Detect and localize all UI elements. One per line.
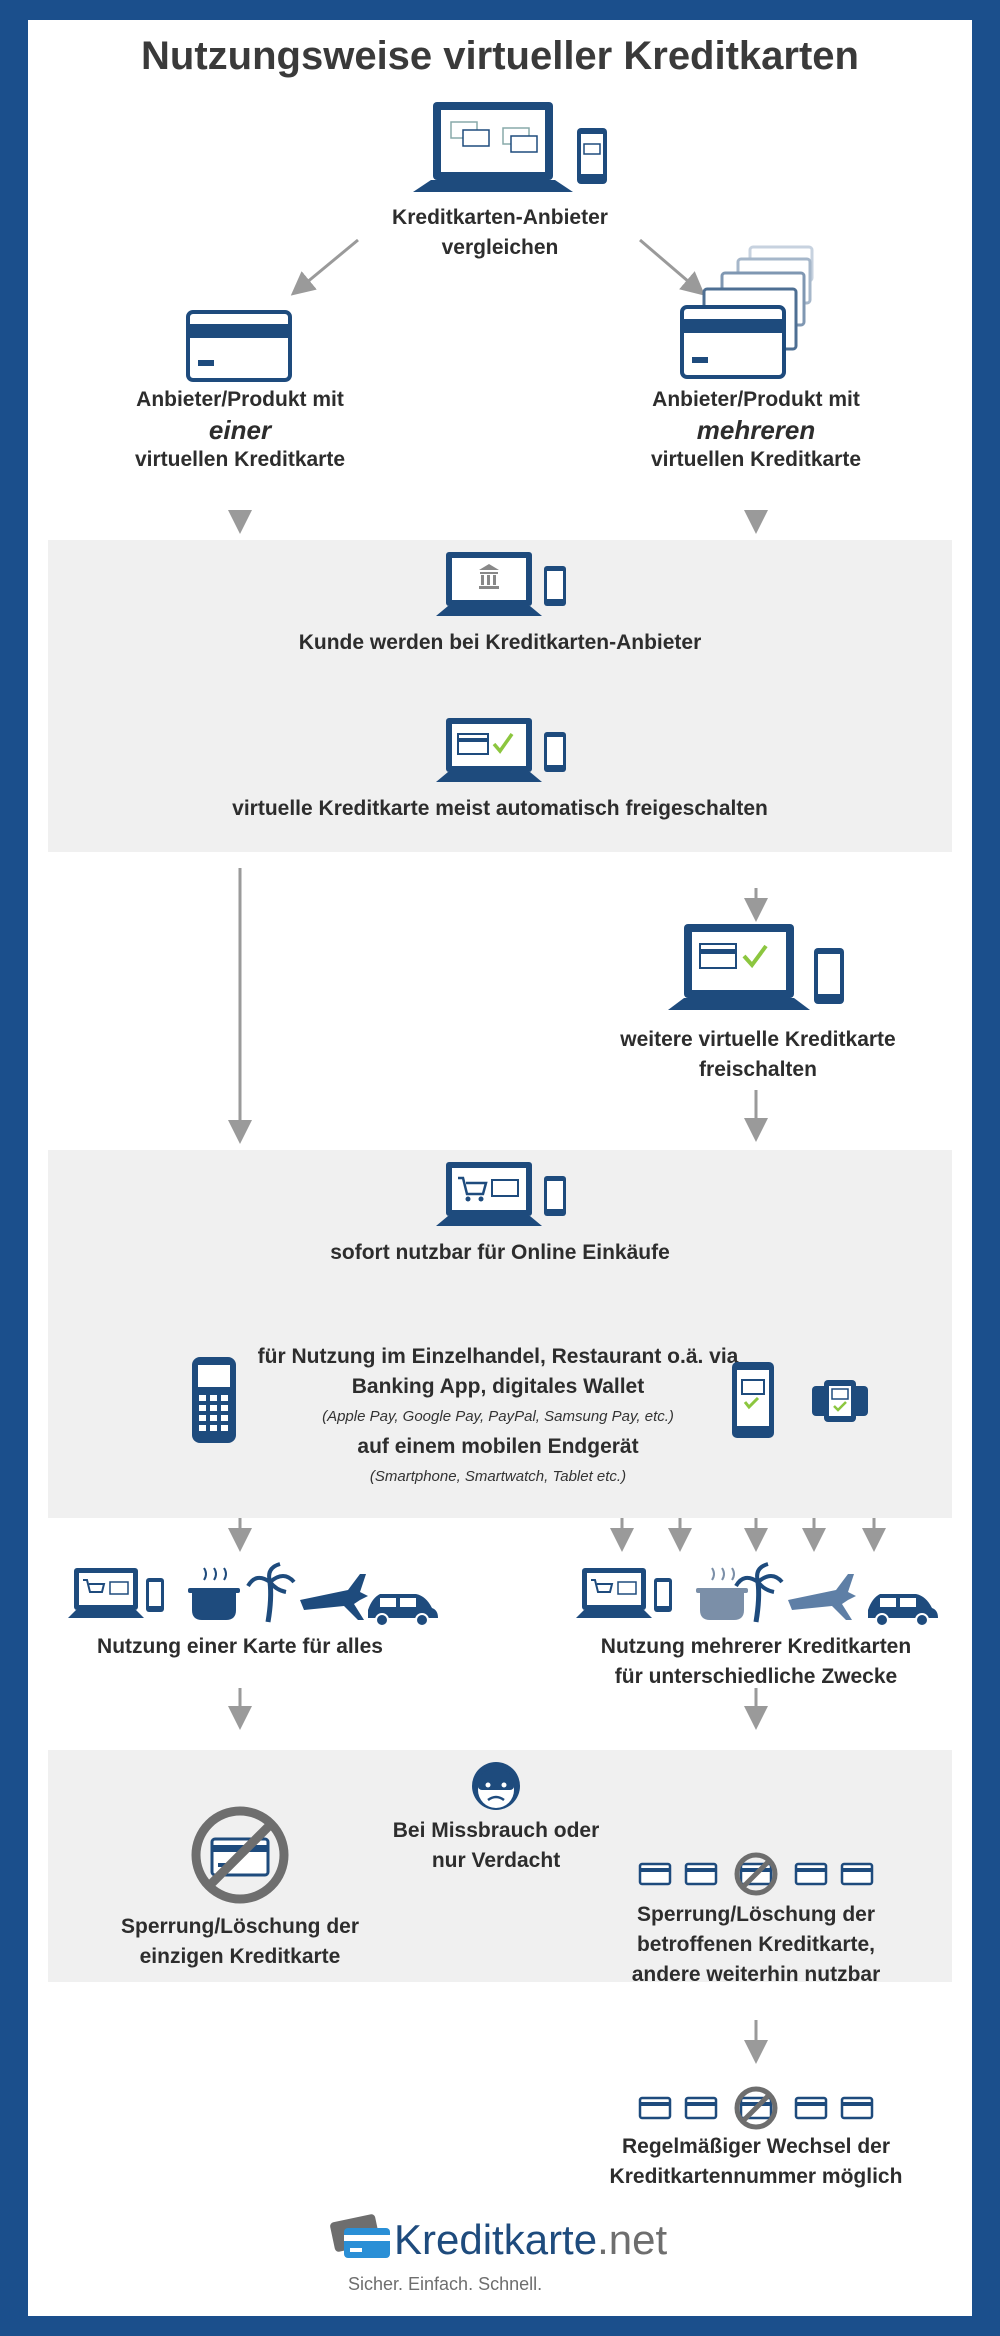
left-product-text: Anbieter/Produkt mit einer virtuellen Kr… bbox=[134, 388, 346, 471]
card-row-blocked-icon bbox=[638, 1852, 874, 1896]
card-row-rotation-icon bbox=[638, 2086, 874, 2130]
laptop-compare-icon bbox=[413, 102, 607, 192]
infographic-panel: Nutzungsweise virtueller Kreditkarten Kr… bbox=[28, 20, 972, 2316]
phone-watch-icon bbox=[732, 1362, 868, 1438]
logo-wordmark: Kreditkarte.net bbox=[394, 2216, 668, 2263]
thief-icon bbox=[472, 1762, 520, 1810]
laptop-activate-icon bbox=[668, 924, 844, 1010]
customer-text: Kunde werden bei Kreditkarten-Anbieter bbox=[298, 631, 702, 654]
activate-text: virtuelle Kreditkarte meist automatisch … bbox=[232, 797, 768, 820]
page-title: Nutzungsweise virtueller Kreditkarten bbox=[141, 34, 859, 78]
blocked-card-icon bbox=[191, 1806, 289, 1904]
logo-cards-icon bbox=[330, 2214, 390, 2258]
logo-slogan: Sicher. Einfach. Schnell. bbox=[348, 2274, 543, 2294]
laptop-card-check-icon bbox=[436, 718, 566, 782]
online-text: sofort nutzbar für Online Einkäufe bbox=[330, 1241, 670, 1264]
laptop-cart-icon bbox=[436, 1162, 566, 1226]
single-card-icon bbox=[186, 310, 292, 382]
use-left-text: Nutzung einer Karte für alles bbox=[97, 1635, 383, 1658]
laptop-bank-icon bbox=[436, 552, 566, 616]
multiple-cards-icon bbox=[680, 245, 814, 379]
right-product-text: Anbieter/Produkt mit mehreren virtuellen… bbox=[650, 388, 862, 471]
usage-icons-left bbox=[68, 1562, 438, 1627]
usage-icons-right bbox=[576, 1562, 938, 1627]
retail-text: für Nutzung im Einzelhandel, Restaurant … bbox=[257, 1345, 739, 1485]
card-terminal-icon bbox=[192, 1357, 236, 1443]
